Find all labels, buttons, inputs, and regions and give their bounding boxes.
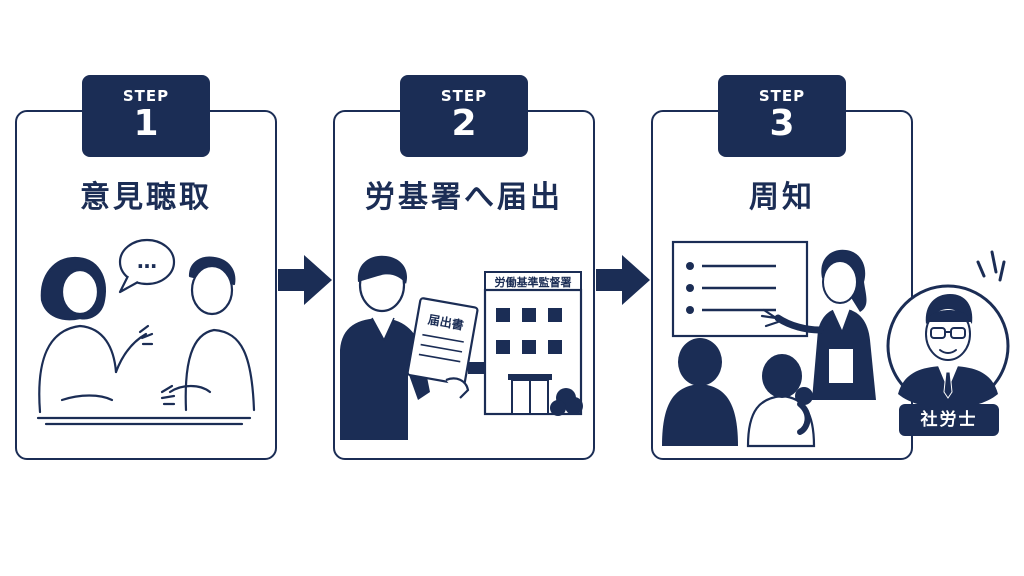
- right-arrow-icon: [596, 255, 650, 305]
- step-1-title: 意見聴取: [80, 180, 212, 215]
- step-2-tab: STEP 2: [400, 75, 528, 157]
- step-1-number: 1: [133, 103, 159, 144]
- right-arrow-icon: [278, 255, 332, 305]
- document-label: 届出書: [427, 312, 465, 333]
- step-3-label: STEP: [758, 87, 806, 105]
- step-2-label: STEP: [440, 87, 488, 105]
- step-3-title: 周知: [749, 180, 815, 215]
- step-1-tab: STEP 1: [82, 75, 210, 157]
- expert-badge-label: 社労士: [899, 404, 999, 436]
- speech-bubble-text: …: [137, 249, 157, 273]
- step-3-number: 3: [769, 103, 795, 144]
- step-2-number: 2: [451, 103, 477, 144]
- presentation-icon: [662, 240, 876, 448]
- speech-bubble-icon: …: [118, 238, 176, 294]
- step-1-label: STEP: [122, 87, 170, 105]
- step-2-title: 労基署へ届出: [365, 180, 563, 215]
- office-sign: 労働基準監督署: [495, 275, 572, 289]
- expert-icon: [886, 250, 1010, 408]
- conversation-icon: [36, 256, 256, 426]
- submit-document-icon: 届出書 労働基準監督署: [340, 255, 583, 440]
- step-3-tab: STEP 3: [718, 75, 846, 157]
